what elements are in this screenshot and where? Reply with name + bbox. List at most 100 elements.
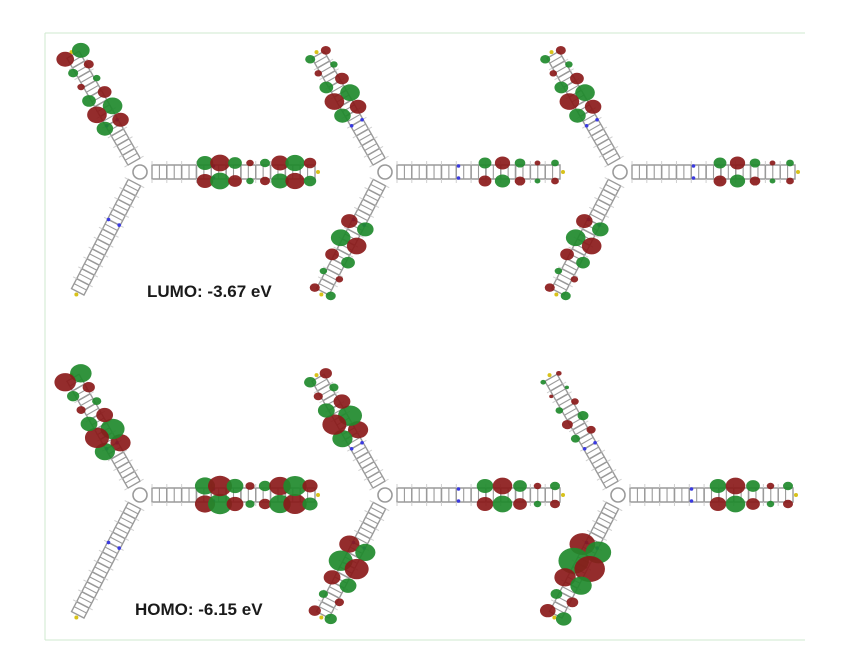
orbital-lobe <box>319 267 328 275</box>
ring-bond <box>125 183 139 192</box>
hydrogen-bond <box>593 145 598 149</box>
hydrogen-bond <box>99 264 104 268</box>
nitrogen-atom <box>117 546 121 550</box>
orbital-lobe <box>70 364 92 383</box>
ring-bond <box>109 536 123 545</box>
orbital-lobe <box>80 416 98 432</box>
orbital-lobes <box>308 535 376 625</box>
orbital-lobe <box>245 482 255 490</box>
ring-bond <box>73 283 87 291</box>
orbital-lobe <box>570 72 584 85</box>
hydrogen-bond <box>368 449 373 453</box>
orbital-lobe <box>478 157 492 169</box>
hydrogen-bond <box>114 519 119 523</box>
hydrogen-bond <box>363 477 368 481</box>
molecule-arm <box>70 177 145 297</box>
ring-bond <box>319 65 333 74</box>
ring-bond <box>99 556 113 564</box>
orbital-lobe <box>574 556 605 583</box>
hydrogen-bond <box>608 528 613 532</box>
ring-bond <box>79 273 92 281</box>
nitrogen-atom <box>117 223 121 227</box>
ring-bond <box>104 223 118 232</box>
orbital-lobes <box>309 214 374 301</box>
hydrogen-bond <box>93 236 98 240</box>
hydrogen-bond <box>313 390 318 394</box>
ring-bond <box>369 475 383 484</box>
hydrogen-bond <box>601 449 606 453</box>
hydrogen-bond <box>369 177 374 180</box>
ring-bond <box>80 75 94 84</box>
ring-bond <box>575 427 588 436</box>
orbital-lobe <box>725 495 746 513</box>
hydrogen-bond <box>352 458 357 462</box>
hydrogen-bond <box>369 487 374 491</box>
molecule-core <box>612 164 628 180</box>
ring-bond <box>314 378 328 387</box>
orbital-lobe <box>76 406 86 414</box>
hydrogen-bond <box>124 177 129 180</box>
ring-bond <box>84 586 98 594</box>
hydrogen-bond <box>99 587 104 591</box>
orbital-lobe <box>325 291 336 301</box>
orbital-lobe <box>210 172 230 190</box>
orbital-lobe <box>592 222 609 237</box>
orbital-lobe <box>539 604 556 618</box>
hydrogen-bond <box>88 246 93 250</box>
ring-bond <box>353 446 366 455</box>
molecule-arm <box>70 500 145 620</box>
hydrogen-bond <box>98 549 103 553</box>
orbital-lobe <box>72 42 90 58</box>
orbital-lobe <box>228 175 242 187</box>
hydrogen-bond <box>98 226 103 230</box>
ring-bond <box>605 183 619 192</box>
hydrogen-bond <box>589 206 594 210</box>
hydrogen-bond <box>139 478 144 482</box>
orbital-lobe <box>208 475 232 497</box>
orbital-lobes <box>540 370 596 443</box>
orbital-lobe <box>346 237 367 255</box>
hydrogen-bond <box>604 215 609 218</box>
hydrogen-bond <box>603 126 608 130</box>
hydrogen-bond <box>612 468 617 472</box>
hydrogen-bond <box>118 154 123 158</box>
orbital-lobe <box>786 177 794 185</box>
ring-bond <box>86 407 99 416</box>
nitrogen-atom <box>456 499 461 503</box>
orbital-lobe <box>322 414 347 435</box>
orbital-lobe <box>494 174 511 188</box>
orbital-lobe <box>555 612 572 626</box>
orbital-lobe <box>330 229 351 247</box>
orbital-lobe <box>494 156 511 170</box>
ring-bond <box>119 143 133 151</box>
nitrogen-atom <box>584 123 589 128</box>
hydrogen-bond <box>569 68 574 72</box>
hydrogen-bond <box>329 58 334 62</box>
orbital-lobe <box>313 392 323 401</box>
nitrogen-atom <box>689 499 694 503</box>
hydrogen-bond <box>608 136 613 140</box>
hydrogen-bond <box>72 276 77 280</box>
orbital-lobe <box>565 61 573 68</box>
orbital-lobes <box>478 156 559 188</box>
hydrogen-bond <box>343 226 348 230</box>
hydrogen-bond <box>562 381 567 385</box>
orbital-lobe <box>560 248 574 261</box>
ring-bond <box>94 566 108 574</box>
hydrogen-bond <box>114 235 119 238</box>
hydrogen-bond <box>602 538 607 541</box>
hydrogen-bond <box>84 58 89 62</box>
orbital-lobe <box>97 86 112 98</box>
orbital-lobe <box>339 578 357 593</box>
hydrogen-bond <box>548 67 553 71</box>
orbital-lobe <box>330 61 338 68</box>
orbital-lobe <box>259 176 271 186</box>
orbital-lobe <box>549 481 561 491</box>
hydrogen-bond <box>369 164 374 168</box>
hydrogen-bond <box>113 145 118 149</box>
ring-bond <box>86 84 99 93</box>
hydrogen-bond <box>354 206 359 210</box>
orbital-lobe <box>551 177 559 185</box>
hydrogen-bond <box>369 538 374 541</box>
hydrogen-bond <box>74 77 79 81</box>
